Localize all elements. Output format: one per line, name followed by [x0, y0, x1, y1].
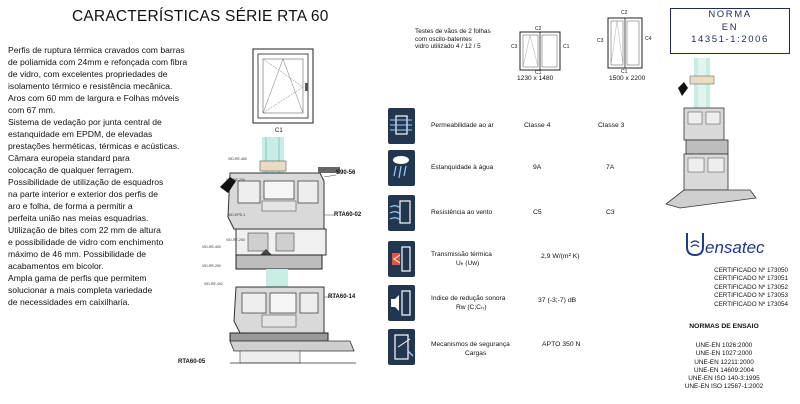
- performance-value: C5: [533, 209, 542, 216]
- description-line: e possibilidade de vidro com enchimento: [8, 237, 164, 247]
- performance-value: 2,9 W/(m² K): [541, 253, 580, 260]
- gasket-label: VID-RE-200: [202, 264, 221, 268]
- description-line: Ampla gama de perfis que permitem: [8, 273, 147, 283]
- test-window-label: C1: [563, 44, 570, 50]
- window-elevation-drawing: [252, 48, 314, 124]
- description-line: Perfis de ruptura térmica cravados com b…: [8, 45, 185, 55]
- logo-text: ensatec: [705, 238, 765, 257]
- test-window-dims: 1500 x 2200: [609, 75, 646, 82]
- profile-label: RTA60-05: [178, 359, 206, 365]
- performance-label: Uₕ (Uw): [456, 260, 480, 267]
- certificate-item: CERTIFICADO Nº 173051: [714, 275, 788, 283]
- description-line: Câmara europeia standard para: [8, 153, 130, 163]
- test-header-line: vidro utilizado 4 / 12 / 5: [415, 43, 481, 51]
- norma-line: 14351-1:2006: [691, 34, 769, 45]
- performance-label: Cargas: [465, 350, 487, 357]
- gasket-label: VID-RE-200: [226, 238, 245, 242]
- description-line: Sistema de vedação por junta central de: [8, 117, 162, 127]
- performance-value: Classe 3: [598, 122, 625, 129]
- water-tightness-icon: [388, 150, 415, 186]
- gasket-label: VID-RE-400: [202, 245, 221, 249]
- norma-line: EN: [721, 21, 739, 33]
- profile-cross-section-drawing: [220, 137, 356, 364]
- test-header-line: com oscilo-batentes: [415, 35, 472, 43]
- norma-box: NORMA EN 14351-1:2006: [670, 8, 790, 54]
- norma-item: UNE-EN ISO 12567-1:2002: [684, 383, 764, 391]
- test-header: Testes de vãos de 2 folhas com oscilo-ba…: [415, 28, 491, 51]
- performance-label: Rw (C;Cₜᵣ): [456, 304, 487, 311]
- wind-resistance-icon: [388, 195, 415, 231]
- performance-value: C3: [606, 209, 615, 216]
- test-header-line: Testes de vãos de 2 folhas: [415, 28, 491, 35]
- air-permeability-icon: [388, 108, 415, 144]
- description-line: de poliamida com 24mm e refonçada com fi…: [8, 57, 188, 67]
- test-window-label: C2: [535, 26, 542, 32]
- security-mechanism-icon: [388, 329, 415, 365]
- performance-value: 9A: [533, 164, 542, 171]
- test-window-label: C3: [597, 38, 604, 44]
- description-line: estanquidade em EPDM, de elevadas: [8, 129, 153, 139]
- description-line: Aros com 60 mm de largura e Folhas móvei…: [8, 93, 179, 103]
- certificate-item: CERTIFICADO Nº 173054: [714, 300, 788, 308]
- description-line: solucionar a mais completa variedade: [8, 285, 153, 295]
- performance-label: Transmissão térmica: [431, 251, 492, 258]
- gasket-label: VID-RE-460: [228, 157, 247, 161]
- norma-item: UNE-EN 12211:2000: [694, 358, 754, 366]
- performance-label: Indice de redução sonora: [431, 295, 506, 302]
- performance-label: Mecanismos de segurança: [431, 341, 510, 348]
- performance-value: 37 (-3;-7) dB: [538, 297, 577, 304]
- description-line: prestações herméticas, térmicas e acústi…: [8, 141, 180, 151]
- performance-value: APTO 350 N: [542, 341, 581, 348]
- description-line: com 67 mm.: [8, 105, 56, 115]
- page-title: CARACTERÍSTICAS SÉRIE RTA 60: [72, 8, 329, 25]
- performance-value: Classe 4: [524, 122, 551, 129]
- test-window-label: C1: [535, 70, 542, 76]
- ensatec-logo: ensatec: [686, 233, 765, 257]
- description-line: Utilização de bites com 22 mm de altura: [8, 225, 161, 235]
- profile-label: S90-56: [336, 170, 356, 176]
- profile-label: RTA60-02: [334, 212, 362, 218]
- certificate-item: CERTIFICADO Nº 173053: [714, 292, 788, 300]
- description-line: isolamento térmico e resistência mecânic…: [8, 81, 173, 91]
- performance-label: Permeabilidade ao ar: [431, 122, 494, 129]
- test-window-1-drawing: [519, 31, 561, 71]
- norma-item: UNE-EN ISO 140-3:1995: [688, 375, 760, 383]
- test-window-label: C1: [621, 69, 628, 75]
- gasket-label: VID-RE-402: [204, 282, 223, 286]
- test-window-label: C2: [621, 10, 628, 16]
- norma-item: UNE-EN 14609:2004: [693, 366, 755, 374]
- normas-title: NORMAS DE ENSAIO: [689, 323, 759, 330]
- performance-label: Estanquidade à água: [431, 164, 494, 171]
- description-line: colocação de qualquer ferragem.: [8, 165, 134, 175]
- profile-label: RTA60-14: [328, 294, 356, 300]
- description-line: perfeita união nas meias esquadrias.: [8, 213, 149, 223]
- norma-item: UNE-EN 1027:2000: [695, 350, 753, 358]
- performance-value: 7A: [606, 164, 615, 171]
- normas-list: UNE-EN 1026:2000 UNE-EN 1027:2000 UNE-EN…: [660, 342, 788, 392]
- description-line: máximo de 46 mm. Possibilidade de: [8, 249, 147, 259]
- certificates-list: CERTIFICADO Nº 173050 CERTIFICADO Nº 173…: [660, 267, 788, 309]
- certificate-item: CERTIFICADO Nº 173052: [714, 283, 788, 291]
- gasket-label: VID-RE-200: [226, 178, 245, 182]
- norma-item: UNE-EN 1026:2000: [695, 342, 753, 349]
- description-line: acabamentos em bicolor.: [8, 261, 104, 271]
- description-line: de necessidades em caixilharia.: [8, 297, 130, 307]
- test-window-label: C4: [645, 36, 652, 42]
- description-line: Possibilidade de utilização de esquadros: [8, 177, 164, 187]
- test-window-2-drawing: [607, 17, 643, 69]
- description-line: na parte interior e exterior dos perfis …: [8, 189, 158, 199]
- description: Perfis de ruptura térmica cravados com b…: [8, 44, 236, 308]
- gasket-label: VID-EPD-1: [228, 213, 246, 217]
- right-cross-section-drawing: [665, 58, 757, 209]
- sound-reduction-icon: [388, 285, 415, 321]
- performance-label: Resistência ao vento: [431, 209, 493, 216]
- description-line: aro e folha, de forma a permitir a: [8, 201, 133, 211]
- description-line: de vidro, com excelentes propriedades de: [8, 69, 168, 79]
- thermal-transmission-icon: [388, 241, 415, 277]
- test-window-label: C3: [511, 44, 518, 50]
- window-label: C1: [275, 128, 283, 134]
- test-window-dims: 1230 x 1480: [517, 75, 554, 82]
- norma-line: NORMA: [708, 9, 752, 20]
- certificate-item: CERTIFICADO Nº 173050: [714, 267, 788, 274]
